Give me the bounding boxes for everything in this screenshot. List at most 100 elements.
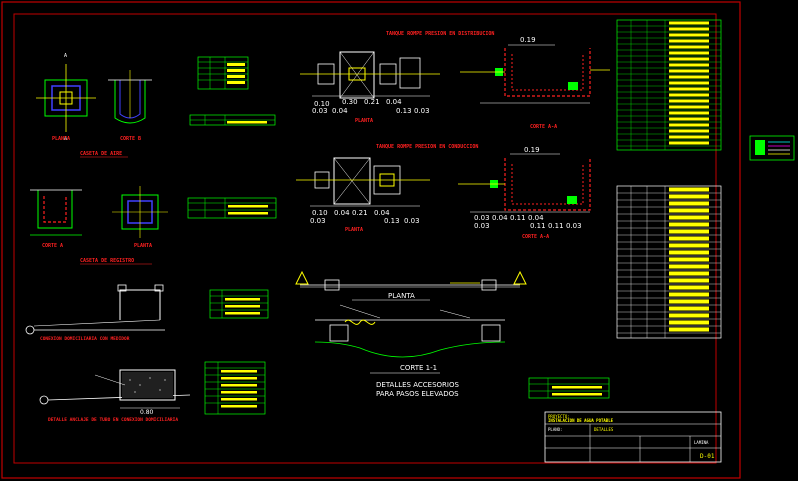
dims-1b-d: 0.03 (414, 107, 430, 115)
dims-2b-a: 0.03 (310, 217, 326, 225)
dims-sec2-c: 0.11 (548, 222, 564, 230)
table-right-2 (616, 185, 722, 339)
table-cell-text (669, 187, 709, 192)
table-cell-text (669, 222, 709, 227)
tb-row3: PLANO: (548, 427, 562, 432)
table-2 (189, 114, 276, 126)
table-cell-text (669, 99, 709, 103)
table-cell-text (669, 93, 709, 97)
planta-2-label: PLANTA (134, 243, 152, 249)
table-3 (187, 197, 277, 219)
table-cell-text (669, 81, 709, 85)
table-cell-text (669, 141, 709, 145)
dims-2-c: 0.21 (352, 209, 368, 217)
table-right-1 (616, 19, 722, 151)
dim-019-2: 0.19 (524, 146, 540, 154)
table-cell-text (669, 33, 709, 37)
planta-t1-label: PLANTA (355, 118, 373, 124)
table-cell-text (669, 105, 709, 109)
table-cell-text (669, 87, 709, 91)
planta-t2-label: PLANTA (345, 227, 363, 233)
table-cell-text (669, 208, 709, 213)
table-cell-text (669, 215, 709, 220)
table-cell-text (669, 21, 709, 25)
tanque-1-group: TANQUE ROMPE PRESION EN DISTRIBUCION 0.1… (300, 31, 610, 130)
outer-frame (1, 1, 741, 479)
table-cell-text (669, 257, 709, 262)
dims-sec1-c: 0.11 (510, 214, 526, 222)
table-cell-text (669, 63, 709, 67)
table-cell-text (669, 69, 709, 73)
table-cell-text (669, 292, 709, 297)
dims-1-a: 0.10 (314, 100, 330, 108)
table-cell-text (669, 250, 709, 255)
table-cell-text (669, 271, 709, 276)
corte-paso-label: CORTE 1-1 (400, 364, 437, 372)
table-cell-text (669, 243, 709, 248)
dims-1-c: 0.21 (364, 98, 380, 106)
table-cell-text (669, 135, 709, 139)
table-cell-text (669, 327, 709, 332)
dims-2b-c: 0.03 (404, 217, 420, 225)
table-cell-text (669, 117, 709, 121)
dims-sec2-a: 0.03 (474, 222, 490, 230)
table-cell-text (669, 313, 709, 318)
tanque-2-title: TANQUE ROMPE PRESION EN CONDUCCION (376, 144, 478, 150)
corte-aa-1-label: CORTE A-A (530, 124, 557, 130)
dims-sec1-d: 0.04 (528, 214, 544, 222)
paso-elevado-group: PLANTA CORTE 1-1 DETALLES ACCESORIOS PAR… (295, 270, 527, 398)
title-block: PROYECTO: INSTALACION DE AGUA POTABLE PL… (544, 411, 722, 463)
tb-row5: LAMINA (694, 440, 709, 445)
dim-019-1: 0.19 (520, 36, 536, 44)
dims-2b-b: 0.13 (384, 217, 400, 225)
planta-paso-label: PLANTA (388, 292, 415, 300)
corte-a-label: CORTE A (42, 243, 63, 249)
dims-sec2-b: 0.11 (530, 222, 546, 230)
dims-sec1-a: 0.03 (474, 214, 490, 222)
table-cell-text (669, 229, 709, 234)
planta-1-label: PLANTA (52, 136, 70, 142)
caseta-aire-label: CASETA DE AIRE (80, 151, 122, 157)
conexion-group: CONEXION DOMICILIARIA CON MEDIDOR 0.80 D… (25, 284, 191, 423)
caseta-aire-group: A A PLANTA CORTE B CASETA DE AIRE (36, 53, 152, 158)
dims-sec1-b: 0.04 (492, 214, 508, 222)
conexion-2-label: DETALLE ANCLAJE DE TUBO EN CONEXION DOMI… (48, 417, 178, 423)
tanque-2-group: TANQUE ROMPE PRESION EN CONDUCCION 0.10 … (296, 144, 591, 240)
caseta-registro-group: CORTE A PLANTA CASETA DE REGISTRO (30, 186, 168, 265)
table-cell-text (669, 236, 709, 241)
conexion-1-label: CONEXION DOMICILIARIA CON MEDIDOR (40, 336, 130, 342)
table-cell-text (669, 278, 709, 283)
tb-row2: INSTALACION DE AGUA POTABLE (548, 418, 614, 423)
table-cell-text (669, 306, 709, 311)
table-cell-text (669, 264, 709, 269)
table-cell-text (669, 111, 709, 115)
table-6 (528, 377, 610, 399)
table-cell-text (669, 299, 709, 304)
dims-2-a: 0.10 (312, 209, 328, 217)
dims-1-d: 0.04 (386, 98, 402, 106)
table-1 (197, 56, 249, 90)
table-cell-text (669, 201, 709, 206)
table-cell-text (669, 39, 709, 43)
table-4 (209, 289, 269, 319)
dims-1-b: 0.30 (342, 98, 358, 106)
dims-1b-b: 0.04 (332, 107, 348, 115)
side-legend (749, 135, 795, 161)
table-cell-text (669, 320, 709, 325)
table-cell-text (669, 51, 709, 55)
table-cell-text (669, 27, 709, 31)
caseta-registro-label: CASETA DE REGISTRO (80, 258, 134, 264)
dims-2-b: 0.04 (334, 209, 350, 217)
table-5 (204, 361, 266, 415)
inner-frame (13, 13, 717, 464)
tb-sheet: D-01 (700, 453, 715, 460)
detalles-1: DETALLES ACCESORIOS (376, 381, 459, 389)
table-cell-text (669, 129, 709, 133)
table-cell-text (669, 75, 709, 79)
dims-1b-c: 0.13 (396, 107, 412, 115)
dims-2-d: 0.04 (374, 209, 390, 217)
tb-row4: DETALLES (594, 427, 614, 432)
table-cell-text (669, 123, 709, 127)
corte-b-label: CORTE B (120, 136, 141, 142)
